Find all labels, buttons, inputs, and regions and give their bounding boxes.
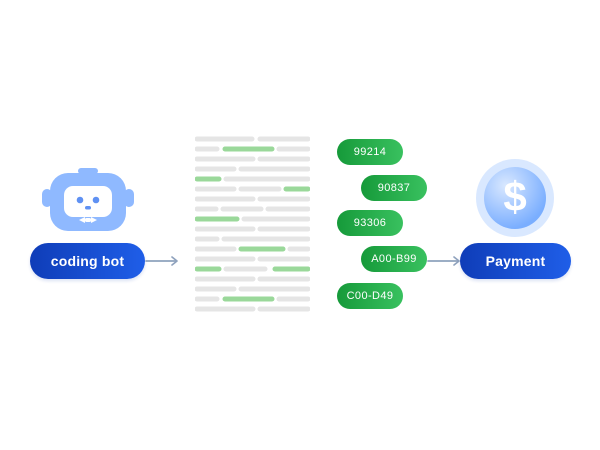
arrow-right-icon: [145, 256, 178, 266]
payment-button: Payment: [460, 243, 571, 279]
code-chip: 90837: [361, 175, 427, 201]
arrow-right-icon: [427, 256, 460, 266]
document-icon: [195, 136, 310, 312]
coding-bot-button: coding bot: [30, 243, 145, 279]
code-chip: 99214: [337, 139, 403, 165]
svg-text:$: $: [503, 173, 526, 220]
code-chip: 93306: [337, 210, 403, 236]
robot-icon: [42, 168, 134, 231]
dollar-icon: $: [476, 159, 554, 237]
code-chip: A00-B99: [361, 246, 427, 272]
code-chip: C00-D49: [337, 283, 403, 309]
